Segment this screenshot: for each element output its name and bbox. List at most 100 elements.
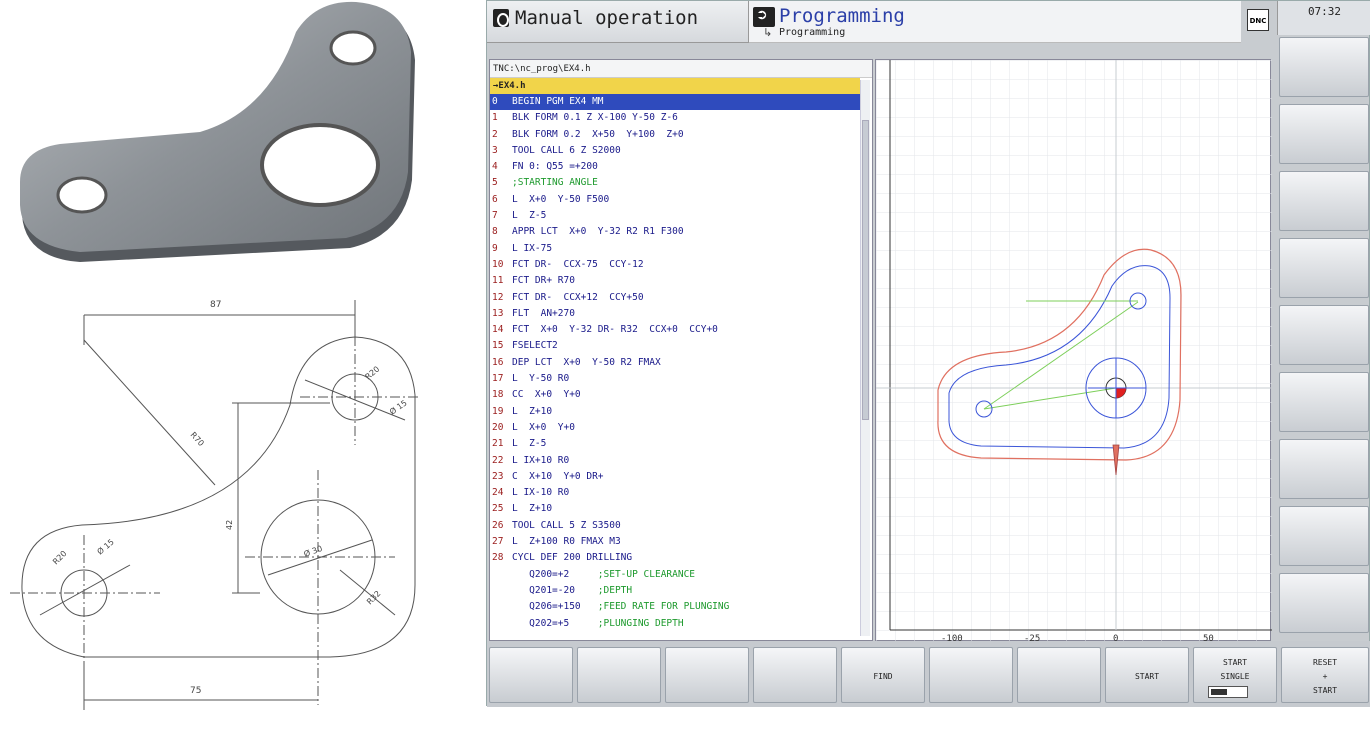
program-line[interactable]: Q200=+2 ;SET-UP CLEARANCE [490,567,862,583]
find-label: FIND [873,672,893,681]
line-code: BEGIN PGM EX4 MM [512,96,604,107]
line-code: C X+10 Y+0 DR+ [512,470,604,482]
line-comment: ;STARTING ANGLE [512,177,598,189]
line-code: L IX+10 R0 [512,454,570,466]
scrollbar-thumb[interactable] [862,120,869,420]
program-file-name: →EX4.h [490,78,860,94]
line-code: L Z+100 R0 FMAX M3 [512,536,621,548]
line-number: 3 [492,144,498,156]
horizontal-softkey-bar: FIND START START SINGLE RESET + START [487,641,1370,707]
line-comment: ;PLUNGING DEPTH [597,617,684,629]
line-code: Q202=+5 [512,617,598,629]
line-number: 10 [492,258,504,270]
line-code: L IX-10 R0 [512,487,570,499]
program-line[interactable]: 2 BLK FORM 0.2 X+50 Y+100 Z+0 [490,127,862,143]
tnc-control-screen: Manual operation Programming ↳ Programmi… [486,0,1370,707]
vertical-softkey-2[interactable] [1279,104,1369,164]
vertical-softkey-1[interactable] [1279,37,1369,97]
manual-mode-icon [493,9,509,27]
program-scrollbar[interactable] [860,80,870,636]
reset-start-label: START [1312,686,1338,695]
softkey-6[interactable] [929,647,1013,703]
reset-start-softkey[interactable]: RESET + START [1281,647,1369,703]
softkey-1[interactable] [489,647,573,703]
line-code: BLK FORM 0.2 X+50 Y+100 Z+0 [512,128,684,140]
softkey-2[interactable] [577,647,661,703]
vertical-softkey-9[interactable] [1279,573,1369,633]
line-code: L Z+10 [512,405,553,417]
softkey-3[interactable] [665,647,749,703]
dim-r70: R70 [189,430,206,448]
softkey-4[interactable] [753,647,837,703]
line-comment: ;SET-UP CLEARANCE [597,568,696,580]
line-code: L Z-5 [512,210,547,222]
line-code: FCT DR- CCX-75 CCY-12 [512,258,644,270]
line-code: DEP LCT X+0 Y-50 R2 FMAX [512,356,661,368]
line-code: Q206=+150 [512,601,598,613]
line-comment: ;FEED RATE FOR PLUNGING [597,601,730,613]
line-number: 15 [492,340,504,352]
vertical-softkey-7[interactable] [1279,439,1369,499]
line-code: FCT DR- CCX+12 CCY+50 [512,291,644,303]
program-path: TNC:\nc_prog\EX4.h [490,60,872,78]
start-single-softkey[interactable]: START SINGLE [1193,647,1277,703]
tab-manual-operation[interactable]: Manual operation [487,1,749,43]
vertical-softkey-8[interactable] [1279,506,1369,566]
vertical-softkey-4[interactable] [1279,238,1369,298]
vertical-softkey-5[interactable] [1279,305,1369,365]
single-block-toggle[interactable] [1208,686,1248,698]
line-number: 26 [492,519,504,531]
vertical-softkey-6[interactable] [1279,372,1369,432]
line-number: 14 [492,324,504,336]
graphics-view[interactable]: -100 -25 0 50 [875,59,1272,642]
line-code: Q200=+2 [512,568,598,580]
start-softkey[interactable]: START [1105,647,1189,703]
find-softkey[interactable]: FIND [841,647,925,703]
manual-operation-label: Manual operation [515,7,699,29]
tab-programming[interactable]: Programming ↳ Programming [749,1,1241,43]
line-number: 13 [492,307,504,319]
softkey-7[interactable] [1017,647,1101,703]
program-line[interactable]: 5;STARTING ANGLE [490,175,862,191]
line-code: Q201=-20 [512,584,598,596]
x-tick-label: -25 [1024,634,1040,642]
vertical-softkey-3[interactable] [1279,171,1369,231]
program-line[interactable]: 10 FCT DR- CCX-75 CCY-12 [490,257,862,273]
dim-42: 42 [225,520,234,530]
line-number: 2 [492,128,498,140]
dim-d30: Ø 30 [302,543,323,559]
reset-plus-label: + [1322,672,1328,681]
sub-mode-arrow-icon: ↳ [763,26,773,39]
program-line[interactable]: Q206=+150 ;FEED RATE FOR PLUNGING [490,599,862,615]
program-line[interactable]: Q202=+5 ;PLUNGING DEPTH [490,616,862,632]
program-line[interactable]: Q201=-20 ;DEPTH [490,583,862,599]
